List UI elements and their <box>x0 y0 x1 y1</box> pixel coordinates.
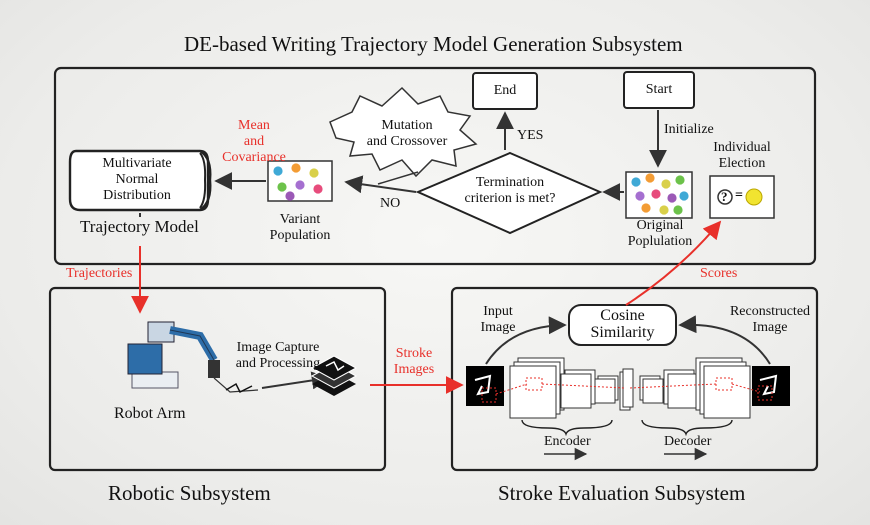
variant-population-dot <box>291 163 301 173</box>
yes-label: YES <box>517 128 544 143</box>
input-image-label: Input Image <box>480 304 516 335</box>
end-box <box>472 72 538 110</box>
robot-arm-illustration <box>127 321 259 394</box>
election-question-mark: ? <box>721 189 728 204</box>
arrow-no <box>344 175 417 194</box>
arrow-scores <box>625 220 722 306</box>
encoder-brace <box>521 419 613 437</box>
original-population-dot <box>641 203 651 213</box>
mean-covariance-label: Mean and Covariance <box>222 118 286 165</box>
start-label: Start <box>645 82 673 97</box>
robotic-subsystem-title: Robotic Subsystem <box>108 481 271 505</box>
variant-population-dot <box>295 180 305 190</box>
stroke-images-label: Stroke Images <box>393 346 435 377</box>
end-label: End <box>493 83 517 98</box>
original-population-dot <box>651 189 661 199</box>
mutation-starburst <box>329 86 478 178</box>
original-population-dot <box>645 173 655 183</box>
arrow-input-to-cosine <box>485 316 567 365</box>
original-population-label: Original Poplulation <box>627 218 693 249</box>
variant-population-dot <box>309 168 319 178</box>
original-population-dot <box>635 191 645 201</box>
de-subsystem-title: DE-based Writing Trajectory Model Genera… <box>184 32 683 56</box>
mvn-label: Multivariate Normal Distribution <box>102 156 172 203</box>
election-answer-circle <box>745 188 763 206</box>
robotic-subsystem-frame <box>48 286 387 472</box>
original-population-dot <box>631 177 641 187</box>
image-capture-label: Image Capture and Processing <box>235 340 321 371</box>
termination-label: Termination criterion is met? <box>464 175 556 206</box>
cosine-label: Cosine Similarity <box>590 307 655 341</box>
original-population-dot <box>673 205 683 215</box>
variant-population-dot <box>313 184 323 194</box>
original-population-dot <box>667 193 677 203</box>
original-population-dot <box>679 191 689 201</box>
original-population-dot <box>659 205 669 215</box>
arrow-mutation <box>377 171 419 185</box>
scores-label: Scores <box>700 266 738 281</box>
variant-population-dot <box>285 191 295 201</box>
autoencoder-illustration <box>466 357 790 461</box>
initialize-label: Initialize <box>664 122 714 137</box>
variant-population-dot <box>277 182 287 192</box>
termination-diamond <box>415 151 603 235</box>
encoder-label: Encoder <box>544 434 591 449</box>
variant-population-dot <box>273 166 283 176</box>
cosine-box <box>568 304 677 346</box>
election-equals: = <box>735 188 743 203</box>
election-question-circle <box>717 189 733 205</box>
arrow-robot-to-capture <box>261 371 330 390</box>
decoder-brace <box>641 419 733 437</box>
reconstructed-label: Reconstructed Image <box>729 304 811 335</box>
layers-icon <box>310 355 358 396</box>
input-image <box>466 366 504 406</box>
no-label: NO <box>380 196 401 211</box>
individual-election-label: Individual Election <box>713 140 771 171</box>
original-population-dot <box>675 175 685 185</box>
de-subsystem-frame <box>53 66 817 266</box>
trajectory-model-label: Trajectory Model <box>80 217 199 236</box>
mutation-label: Mutation and Crossover <box>366 118 448 149</box>
original-population-dot <box>661 179 671 189</box>
trajectories-label: Trajectories <box>66 266 133 281</box>
variant-population-label: Variant Population <box>269 212 331 243</box>
arrow-recon-to-cosine <box>678 315 771 365</box>
decoder-label: Decoder <box>664 434 712 449</box>
robot-arm-label: Robot Arm <box>114 405 186 422</box>
stroke-subsystem-title: Stroke Evaluation Subsystem <box>498 481 746 505</box>
start-box <box>623 71 695 109</box>
